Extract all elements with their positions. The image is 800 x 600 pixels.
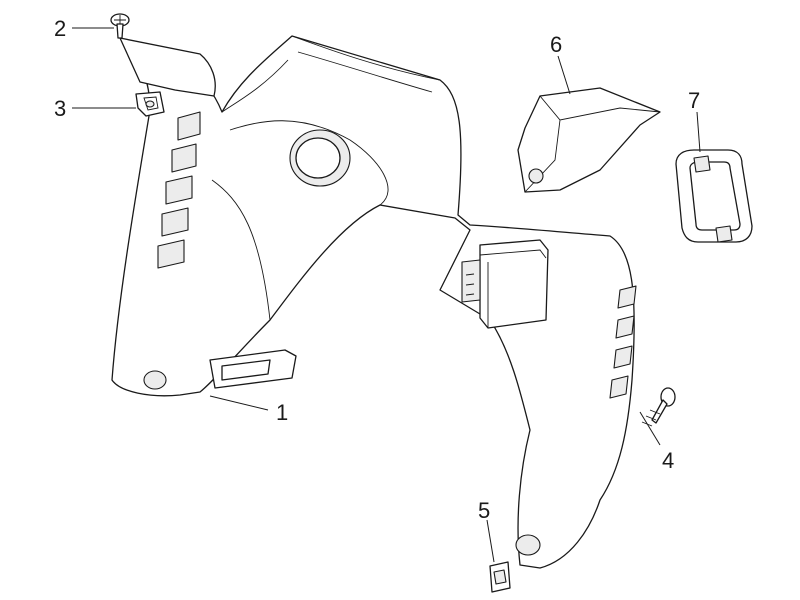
panel-neck-contour (211, 120, 389, 321)
panel-collar-ridge (221, 35, 441, 113)
part-1-leg-shield-panel (111, 35, 637, 569)
panel-connector-block (461, 239, 549, 329)
part-4-spring-screw (641, 387, 676, 427)
leader-4 (639, 411, 661, 446)
part-7-rubber-frame (675, 149, 753, 243)
leader-5 (486, 519, 495, 563)
panel-top-left-flap (119, 37, 216, 97)
callout-4: 4 (662, 448, 674, 473)
panel-lower-bracket (209, 349, 297, 389)
callout-labels: 1 2 3 4 5 6 7 (54, 16, 700, 523)
callout-2: 2 (54, 16, 66, 41)
callout-6: 6 (550, 32, 562, 57)
panel-left-body (111, 35, 635, 569)
callout-1: 1 (276, 400, 288, 425)
callout-3: 3 (54, 96, 66, 121)
leader-6 (557, 55, 571, 95)
leader-7 (696, 111, 701, 153)
panel-right-vent-louvers (609, 285, 637, 399)
panel-lower-left-boss (143, 370, 167, 390)
panel-tube-inner (295, 137, 341, 179)
part-6-bracket-cover (517, 87, 661, 193)
part-5-clip (489, 561, 511, 593)
leader-1 (209, 395, 269, 411)
part-2-screw (110, 13, 130, 39)
panel-lower-right-boss (515, 534, 541, 556)
callout-7: 7 (688, 88, 700, 113)
part-3-clip-nut (135, 91, 165, 117)
callout-5: 5 (478, 498, 490, 523)
panel-left-vent-louvers (157, 111, 201, 269)
leader-lines (72, 27, 701, 563)
